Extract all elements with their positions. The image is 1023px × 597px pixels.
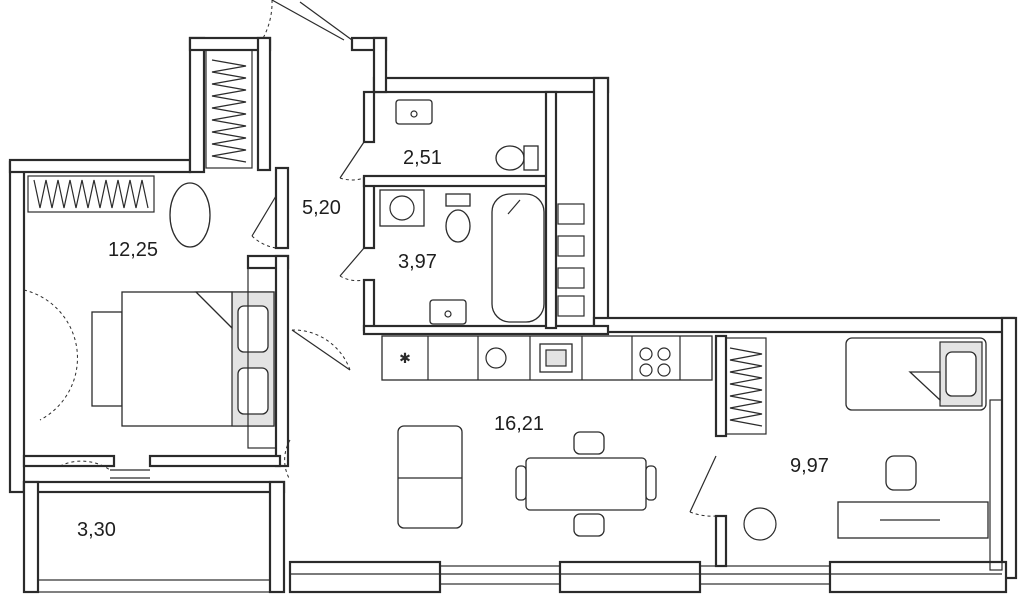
svg-text:✱: ✱ [399, 350, 411, 366]
kitchen-counter: ✱ [381, 335, 713, 381]
room-area-loggia: 3,30 [77, 519, 116, 541]
room-area-wc: 2,51 [403, 147, 442, 169]
interior-walls [22, 90, 728, 594]
bathroom-fixtures [379, 99, 545, 325]
room-area-labels: 2,51 5,20 3,97 12,25 16,21 9,97 3,30 [77, 147, 829, 541]
living-furniture [397, 425, 777, 541]
doors [23, 0, 717, 517]
room-area-living-kitchen: 16,21 [494, 413, 544, 435]
room-area-bedroom: 12,25 [108, 239, 158, 261]
study-furniture [837, 337, 989, 539]
room-area-bathroom: 3,97 [398, 251, 437, 273]
room-area-study: 9,97 [790, 455, 829, 477]
room-area-hall: 5,20 [302, 197, 341, 219]
outer-walls [8, 36, 1018, 594]
bedroom-furniture [91, 182, 277, 449]
wardrobes [27, 49, 767, 435]
